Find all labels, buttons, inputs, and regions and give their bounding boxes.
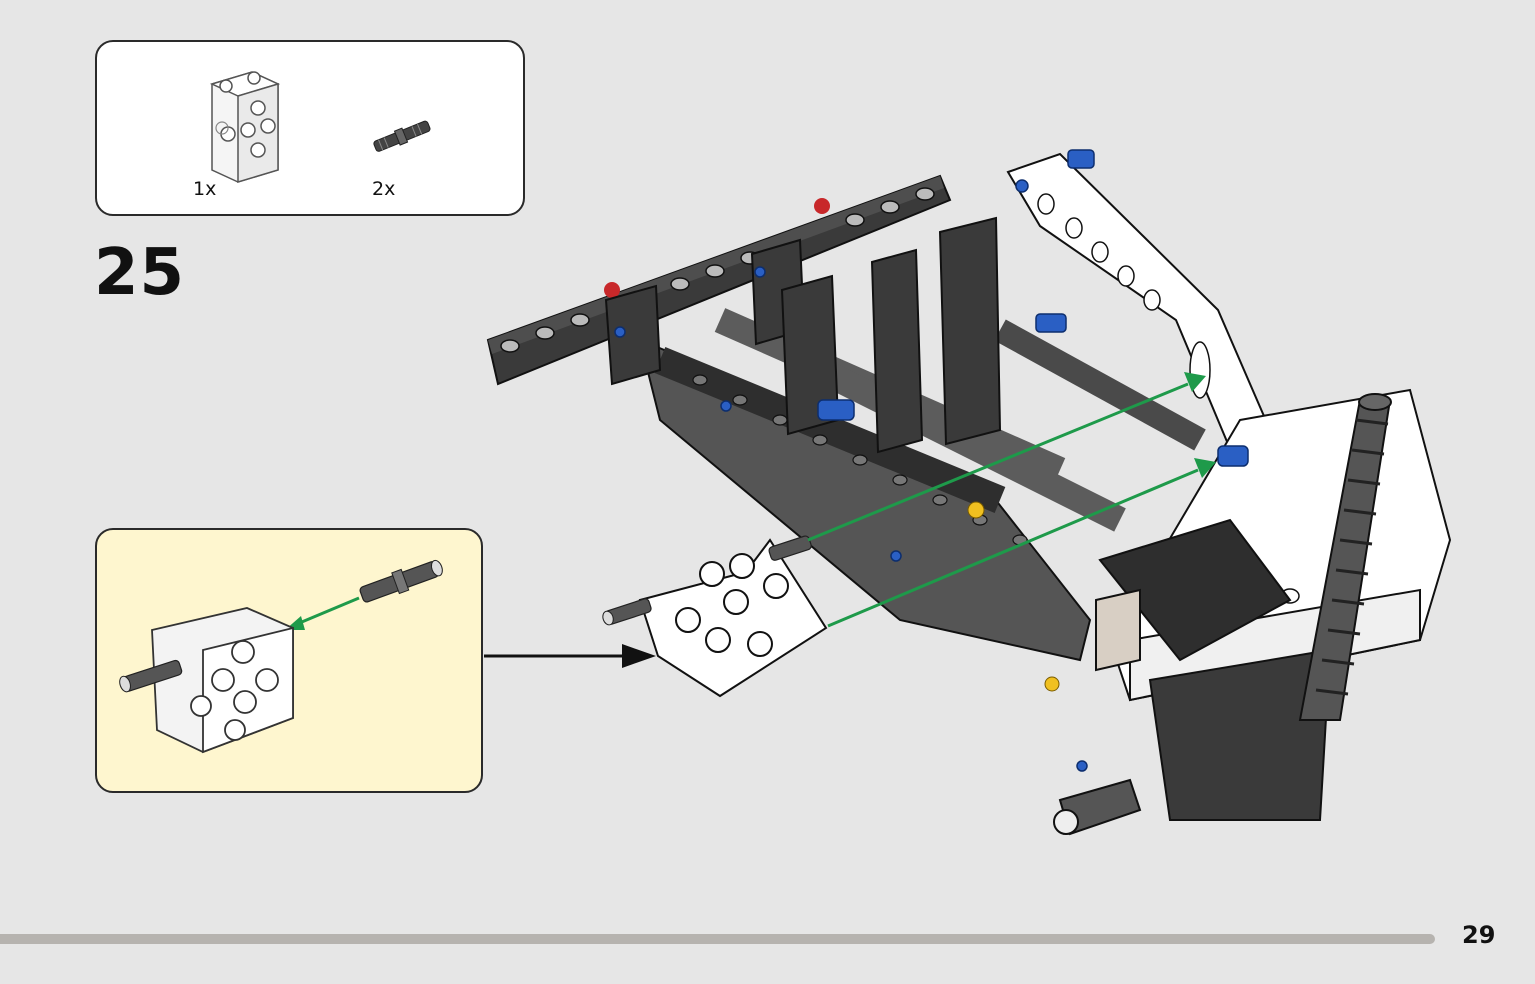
dark-frame [638,308,1206,662]
subassembly-callout-icon [119,559,443,754]
new-connector-part [602,535,828,698]
page-progress-bar [0,934,1435,944]
parts-list-illustrations [209,71,431,184]
subassembly-callout [95,528,483,793]
page-number: 29 [1462,921,1496,949]
friction-pin-icon [373,120,431,152]
connector-block-icon [209,71,281,184]
lower-pins [1053,588,1142,836]
shock-spring [1298,393,1392,721]
assembly-guide-arrows [807,372,1216,628]
part-quantity-pin: 2x [372,178,396,200]
parts-list-box: 1x 2x [95,40,525,216]
part-quantity-connector: 1x [193,178,217,200]
step-number: 25 [94,236,186,310]
